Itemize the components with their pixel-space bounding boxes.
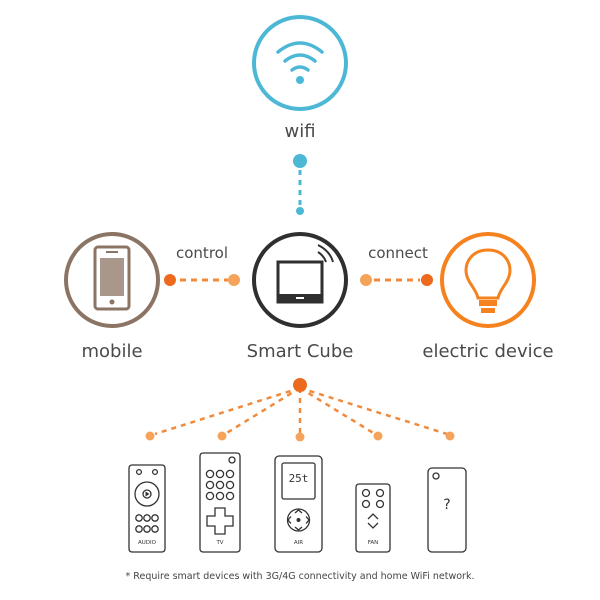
mobile-label: mobile [81, 341, 143, 362]
smartphone-icon [93, 245, 131, 311]
tv-remote-icon [199, 452, 241, 553]
footnote: * Require smart devices with 3G/4G conne… [125, 571, 475, 582]
remote-label-air: AIR [293, 540, 304, 546]
smart-cube-label: Smart Cube [246, 341, 354, 362]
remote-label-tv: TV [216, 540, 224, 546]
air-remote-display: 25t [288, 472, 309, 485]
control-label: control [176, 244, 228, 262]
unknown-remote-symbol: ? [443, 497, 451, 513]
mobile-node [64, 232, 160, 328]
unknown-remote-icon [427, 467, 467, 553]
fan-remote-icon [355, 483, 391, 553]
control-link [164, 274, 240, 286]
wifi-link [293, 154, 307, 215]
remote-fanout-dots [145, 378, 455, 442]
connect-label: connect [368, 244, 428, 262]
remote-label-fan: FAN [367, 540, 379, 546]
wifi-icon [276, 41, 324, 84]
audio-remote-icon [128, 464, 166, 553]
wifi-node [252, 15, 348, 111]
remote-label-audio: AUDIO [138, 540, 156, 546]
electric-device-node [440, 232, 536, 328]
connect-link [360, 274, 433, 286]
smart-cube-icon [276, 244, 334, 304]
air-conditioner-remote-icon [274, 455, 323, 553]
wifi-label: wifi [284, 121, 316, 142]
electric-device-label: electric device [422, 341, 554, 362]
remote-fanout [154, 386, 448, 436]
light-bulb-icon [464, 248, 512, 313]
smart-cube-node [252, 232, 348, 328]
